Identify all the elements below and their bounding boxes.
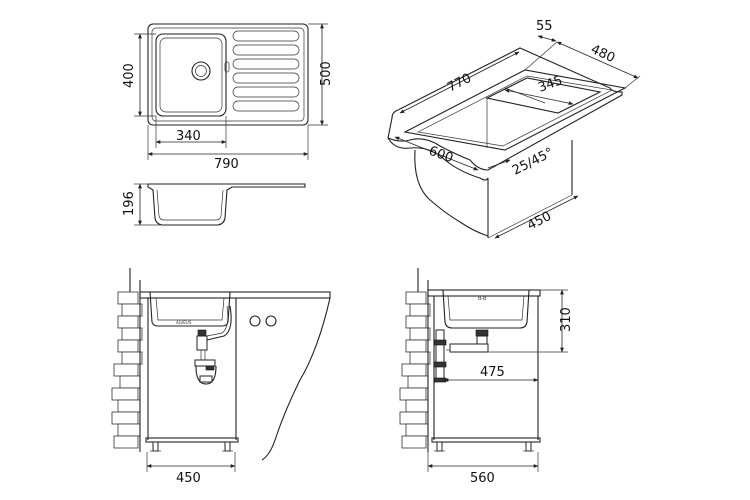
dim-bowl-depth: 196 xyxy=(122,191,137,216)
brick-wall-left xyxy=(111,268,143,452)
dim-sink-length: 770 xyxy=(445,71,474,96)
bowl-outline xyxy=(155,33,227,117)
side-profile: 196 xyxy=(122,183,306,226)
hole-icon xyxy=(265,315,277,327)
drainboard-grooves xyxy=(232,30,300,112)
sink-outline xyxy=(147,23,309,126)
dim-bowl-height: 400 xyxy=(122,63,137,88)
dim-side-cabinet: 560 xyxy=(470,471,495,486)
dim-rim: 55 xyxy=(536,19,553,34)
dim-drain-distance: 475 xyxy=(480,365,505,380)
front-install-view: ALVEUS 45 xyxy=(111,268,331,486)
svg-text:ALVEUS: ALVEUS xyxy=(176,320,192,325)
dim-drain-height: 310 xyxy=(559,307,574,332)
dim-front-cabinet: 450 xyxy=(176,471,201,486)
dim-cabinet-width: 600 xyxy=(427,144,455,167)
hole-icon xyxy=(249,315,261,327)
dim-angle: 25/45° xyxy=(510,145,556,178)
siphon-side xyxy=(433,329,489,383)
isometric-view: 55 480 770 345 600 25/45° 450 xyxy=(387,19,641,239)
dim-cabinet-depth: 450 xyxy=(525,209,554,234)
top-view: 400 500 340 790 xyxy=(122,23,334,172)
side-install-view: B-B 310 475 560 xyxy=(399,268,574,486)
dim-bowl-width: 345 xyxy=(536,73,564,96)
dim-sink-width: 790 xyxy=(214,157,239,172)
brick-wall-right xyxy=(399,268,431,452)
dim-bowl-width: 340 xyxy=(176,129,201,144)
drain-icon xyxy=(191,61,211,81)
svg-text:B-B: B-B xyxy=(478,296,487,302)
siphon xyxy=(194,305,232,385)
dim-sink-height: 500 xyxy=(319,61,334,86)
